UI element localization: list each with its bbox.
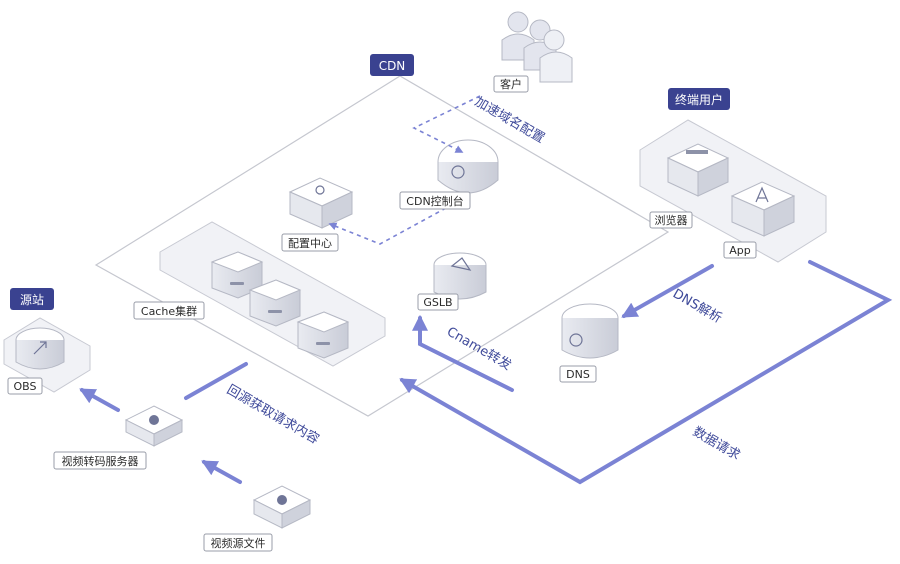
- accel-domain-config-label: 加速域名配置: [472, 94, 548, 147]
- cdn-group-label: CDN: [379, 59, 406, 73]
- dns-label: DNS: [566, 368, 590, 381]
- customer-icon: [501, 11, 573, 83]
- end-user-platform: [639, 119, 827, 263]
- end-users-badge: 终端用户: [668, 88, 730, 110]
- video-source-node: [252, 485, 312, 529]
- dns-resolve-link: [621, 264, 714, 318]
- dns-resolve-label: DNS解析: [670, 286, 724, 326]
- dns-node: [561, 303, 619, 359]
- play-icon: [149, 415, 159, 425]
- gslb-node: [433, 252, 487, 300]
- cache-cluster-label: Cache集群: [141, 304, 197, 318]
- video-play-icon: [277, 495, 287, 505]
- video-source-label: 视频源文件: [211, 536, 266, 550]
- config-center-node: [288, 177, 354, 229]
- cdn-boundary: [94, 75, 670, 417]
- end-users-label: 终端用户: [675, 92, 723, 107]
- network-icon: [451, 165, 465, 179]
- balancer-icon: [450, 257, 472, 271]
- app-node: [730, 181, 796, 237]
- cname-forward-label: Cname转发: [444, 324, 514, 374]
- transcode-server-label: 视频转码服务器: [62, 454, 139, 468]
- origin-badge: 源站: [10, 288, 54, 310]
- node-labels: 客户 CDN控制台 配置中心 Cache集群 GSLB 浏览器 App DNS …: [7, 75, 757, 552]
- upload-arrow-icon: [33, 341, 47, 355]
- solid-connectors: [79, 260, 893, 485]
- gslb-label: GSLB: [423, 296, 452, 309]
- browser-node: [666, 143, 730, 197]
- transcode-to-obs-link: [79, 388, 120, 412]
- source-to-transcode-link: [201, 460, 242, 484]
- browser-window-icon: [686, 150, 708, 154]
- cname-forward-link: [412, 314, 514, 392]
- gear-icon: [315, 185, 325, 195]
- browser-label: 浏览器: [655, 213, 688, 227]
- app-store-icon: [755, 186, 769, 203]
- back-to-origin-label: 回源获取请求内容: [224, 382, 322, 448]
- obs-node: [15, 327, 65, 370]
- cache-node-2: [248, 279, 302, 327]
- customer-label: 客户: [500, 77, 522, 91]
- origin-fetch-link: [184, 362, 248, 400]
- app-label: App: [729, 244, 751, 257]
- transcode-server-node: [124, 405, 184, 447]
- obs-label: OBS: [14, 380, 37, 393]
- origin-label: 源站: [20, 293, 44, 307]
- config-center-label: 配置中心: [288, 237, 332, 250]
- cdn-console-node: [437, 139, 499, 194]
- globe-icon: [569, 333, 583, 347]
- data-request-label: 数据请求: [690, 424, 743, 463]
- customer-to-console-link: [412, 95, 481, 153]
- dashed-connectors: [328, 95, 481, 245]
- cdn-group-badge: CDN: [370, 54, 414, 76]
- data-request-link: [399, 260, 893, 485]
- console-to-config-link: [328, 207, 447, 245]
- cache-node-3: [296, 311, 350, 359]
- cdn-console-label: CDN控制台: [406, 194, 463, 208]
